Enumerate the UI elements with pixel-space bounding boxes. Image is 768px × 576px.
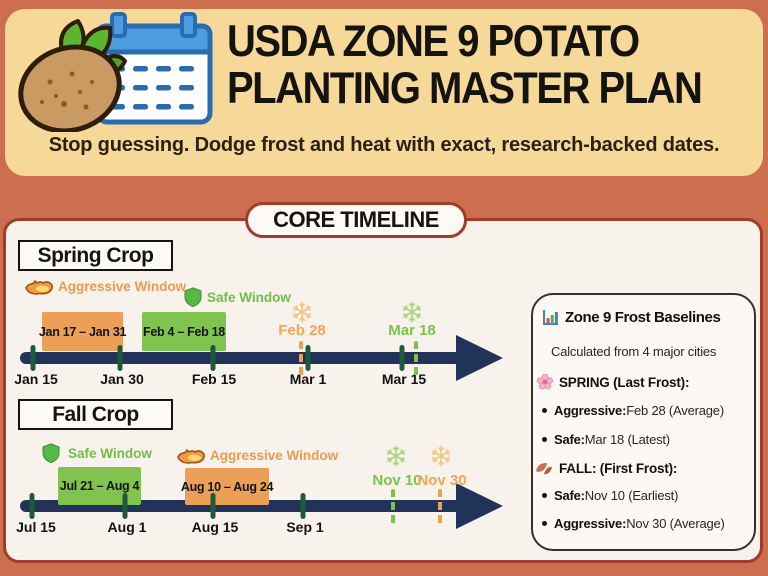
spring-heading-row: SPRING (Last Frost): — [537, 374, 689, 390]
frost-item-value: Nov 30 (Average) — [626, 516, 725, 531]
spring-frost-date-safe: Mar 18 — [388, 322, 436, 339]
spring-aggressive-window-block: Jan 17 – Jan 31 — [38, 312, 127, 351]
bar-chart-icon — [543, 310, 558, 325]
spring-frost-date-aggressive: Feb 28 — [278, 322, 326, 339]
frost-tick-aggressive — [299, 341, 303, 376]
spring-safe-window-dates: Feb 4 – Feb 18 — [143, 324, 225, 339]
bullet-icon — [542, 437, 547, 442]
axis-label: Sep 1 — [286, 519, 324, 535]
potato-calendar-illustration — [18, 12, 213, 132]
frost-panel-spring-heading: SPRING (Last Frost): — [559, 374, 690, 390]
timeline-tick — [305, 345, 311, 371]
frost-item: Aggressive: Feb 28 (Average) — [533, 403, 724, 418]
spring-aggressive-window-dates: Jan 17 – Jan 31 — [38, 324, 127, 339]
axis-label: Feb 15 — [191, 371, 237, 387]
page-title: USDA ZONE 9 POTATO PLANTING MASTER PLAN — [227, 16, 703, 114]
page-title-line2: PLANTING MASTER PLAN — [227, 63, 703, 114]
shield-icon — [184, 287, 202, 307]
spring-safe-window-block: Feb 4 – Feb 18 — [142, 312, 226, 351]
spring-aggressive-legend: Aggressive Window — [58, 279, 187, 294]
blossom-icon — [537, 374, 553, 390]
axis-label: Aug 1 — [107, 519, 147, 535]
axis-label: Mar 1 — [289, 371, 327, 387]
fall-safe-window-block: Jul 21 – Aug 4 — [58, 467, 141, 505]
frost-panel-fall-heading: FALL: (First Frost): — [559, 460, 678, 476]
fall-safe-window-dates: Jul 21 – Aug 4 — [59, 479, 140, 493]
frost-tick-safe — [391, 489, 395, 525]
timeline-tick — [210, 493, 216, 519]
axis-label: Aug 15 — [191, 519, 239, 535]
frost-item-value: Feb 28 (Average) — [626, 403, 724, 418]
frost-item-label: Aggressive: — [554, 516, 627, 531]
frost-item-value: Nov 10 (Earliest) — [584, 488, 679, 503]
axis-label: Jan 15 — [14, 371, 58, 387]
axis-label: Mar 15 — [381, 371, 427, 387]
flame-icon — [24, 278, 54, 296]
frost-item-label: Aggressive: — [554, 403, 627, 418]
frost-item-label: Safe: — [554, 432, 585, 447]
axis-label: Jul 15 — [16, 519, 56, 535]
section-heading-pill: CORE TIMELINE — [245, 202, 467, 238]
frost-baselines-panel: Zone 9 Frost Baselines Calculated from 4… — [531, 293, 756, 551]
frost-item-label: Safe: — [554, 488, 585, 503]
timeline-tick — [30, 345, 36, 371]
page-title-line1: USDA ZONE 9 POTATO — [227, 16, 640, 67]
timeline-tick — [210, 345, 216, 371]
fall-crop-label: Fall Crop — [52, 402, 139, 426]
snowflake-icon — [401, 301, 423, 323]
fall-crop-label-box: Fall Crop — [18, 399, 173, 430]
frost-tick-safe — [414, 341, 418, 376]
frost-panel-title-row: Zone 9 Frost Baselines — [542, 309, 721, 326]
fall-frost-date-safe: Nov 10 — [372, 472, 422, 489]
timeline-tick — [300, 493, 306, 519]
potato-icon — [18, 44, 122, 132]
fall-heading-row: FALL: (First Frost): — [535, 459, 677, 477]
spring-timeline-bar — [20, 352, 456, 364]
frost-item-value: Mar 18 (Latest) — [584, 432, 670, 447]
frost-tick-aggressive — [438, 489, 442, 525]
bullet-icon — [542, 521, 547, 526]
fall-aggressive-legend: Aggressive Window — [210, 448, 339, 463]
frost-item: Safe: Nov 10 (Earliest) — [533, 488, 678, 503]
fall-aggressive-window-dates: Aug 10 – Aug 24 — [180, 479, 274, 494]
fall-safe-legend: Safe Window — [68, 446, 152, 461]
autumn-leaves-icon — [536, 462, 552, 475]
spring-safe-legend: Safe Window — [207, 290, 291, 305]
fall-aggressive-window-block: Aug 10 – Aug 24 — [181, 468, 273, 505]
frost-item: Aggressive: Nov 30 (Average) — [533, 516, 725, 531]
spring-crop-label-box: Spring Crop — [18, 240, 173, 271]
frost-item: Safe: Mar 18 (Latest) — [533, 432, 670, 447]
spring-timeline-arrowhead — [456, 335, 503, 381]
flame-icon — [176, 447, 206, 465]
bullet-icon — [542, 408, 547, 413]
timeline-tick — [29, 493, 35, 519]
section-heading: CORE TIMELINE — [273, 207, 439, 232]
timeline-tick — [399, 345, 405, 371]
bullet-icon — [542, 493, 547, 498]
shield-icon — [42, 443, 60, 463]
fall-frost-date-aggressive: Nov 30 — [417, 472, 467, 489]
snowflake-icon — [385, 445, 407, 467]
timeline-tick — [122, 493, 128, 519]
frost-panel-title: Zone 9 Frost Baselines — [565, 309, 721, 326]
frost-panel-subtitle-row: Calculated from 4 major cities — [551, 344, 716, 359]
timeline-tick — [117, 345, 123, 371]
fall-timeline-arrowhead — [456, 483, 503, 529]
page-subtitle: Stop guessing. Dodge frost and heat with… — [48, 134, 720, 156]
frost-panel-subtitle: Calculated from 4 major cities — [551, 344, 717, 359]
snowflake-icon — [291, 301, 313, 323]
snowflake-icon — [430, 445, 452, 467]
spring-crop-label: Spring Crop — [37, 243, 154, 267]
axis-label: Jan 30 — [100, 371, 144, 387]
